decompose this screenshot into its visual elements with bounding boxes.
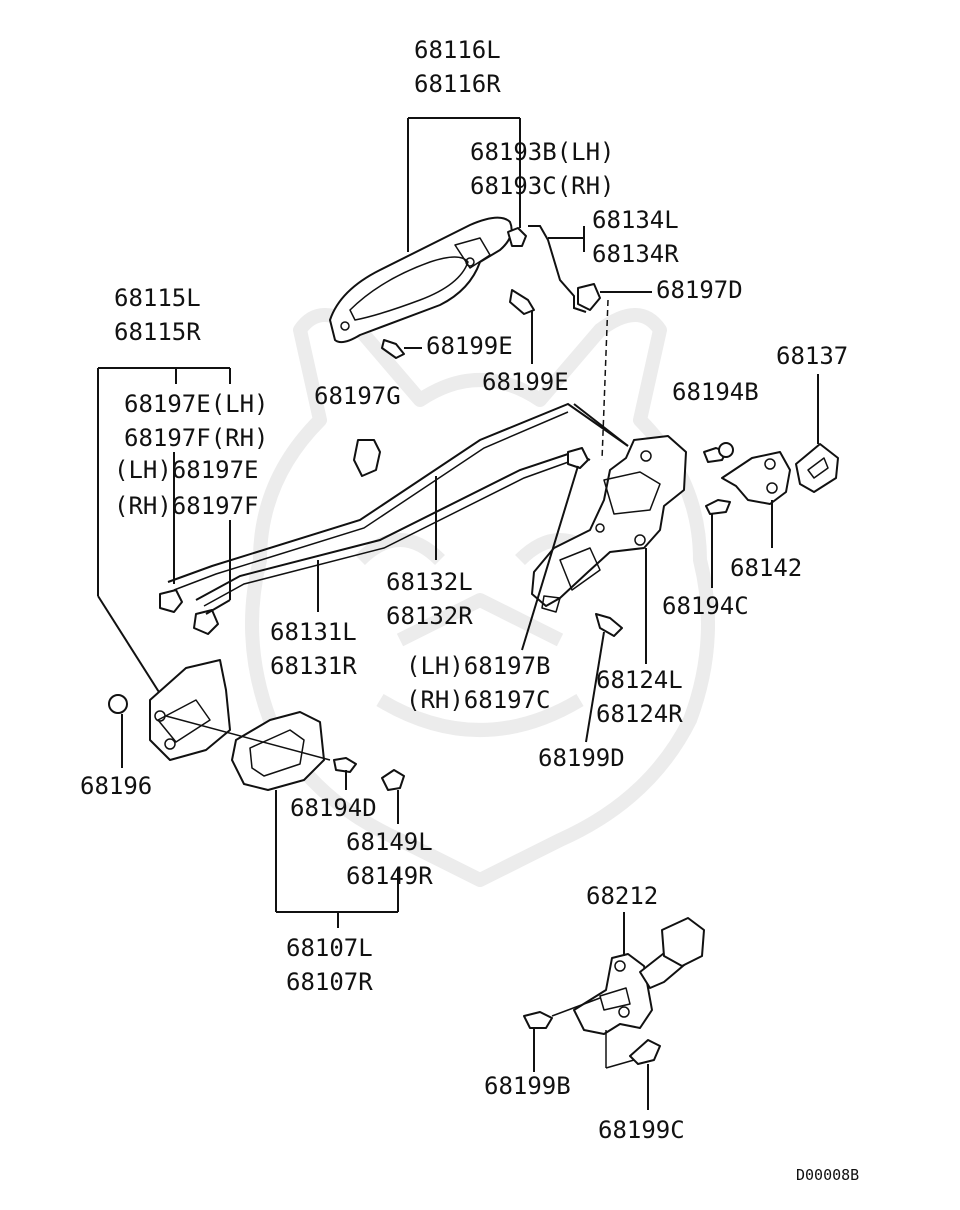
- label-68115r: 68115R: [114, 318, 201, 346]
- label-68124l: 68124L: [596, 666, 683, 694]
- label-68197f-rh: 68197F(RH): [124, 424, 269, 452]
- door-lock-actuator: [531, 435, 687, 613]
- label-68194b: 68194B: [672, 378, 759, 406]
- label-68197g: 68197G: [314, 382, 401, 410]
- label-68107l: 68107L: [286, 934, 373, 962]
- label-68197c: (RH)68197C: [406, 686, 551, 714]
- label-68115l: 68115L: [114, 284, 201, 312]
- label-68197f-rh-2: (RH)68197F: [114, 492, 259, 520]
- label-68142: 68142: [730, 554, 802, 582]
- label-68116r: 68116R: [414, 70, 501, 98]
- label-68194d: 68194D: [290, 794, 377, 822]
- label-68199e-a: 68199E: [426, 332, 513, 360]
- label-68199b: 68199B: [484, 1072, 571, 1100]
- label-68199d: 68199D: [538, 744, 625, 772]
- label-68196: 68196: [80, 772, 152, 800]
- label-68134r: 68134R: [592, 240, 679, 268]
- outside-handle: [329, 216, 513, 344]
- label-68193b: 68193B(LH): [470, 138, 615, 166]
- label-68132r: 68132R: [386, 602, 473, 630]
- label-68193c: 68193C(RH): [470, 172, 615, 200]
- label-68197d: 68197D: [656, 276, 743, 304]
- label-68197e-lh: 68197E(LH): [124, 390, 269, 418]
- label-68137: 68137: [776, 342, 848, 370]
- label-68194c: 68194C: [662, 592, 749, 620]
- door-check: [573, 917, 705, 1035]
- diagram-code: D00008B: [796, 1166, 859, 1184]
- label-68149r: 68149R: [346, 862, 433, 890]
- label-68131l: 68131L: [270, 618, 357, 646]
- label-68212: 68212: [586, 882, 658, 910]
- label-68107r: 68107R: [286, 968, 373, 996]
- label-68149l: 68149L: [346, 828, 433, 856]
- label-68199e-b: 68199E: [482, 368, 569, 396]
- label-68199c: 68199C: [598, 1116, 685, 1144]
- label-68197b: (LH)68197B: [406, 652, 551, 680]
- label-68124r: 68124R: [596, 700, 683, 728]
- label-68134l: 68134L: [592, 206, 679, 234]
- label-68197e-lh-2: (LH)68197E: [114, 456, 259, 484]
- label-68116l: 68116L: [414, 36, 501, 64]
- label-68132l: 68132L: [386, 568, 473, 596]
- inside-handle: [149, 659, 325, 791]
- label-68131r: 68131R: [270, 652, 357, 680]
